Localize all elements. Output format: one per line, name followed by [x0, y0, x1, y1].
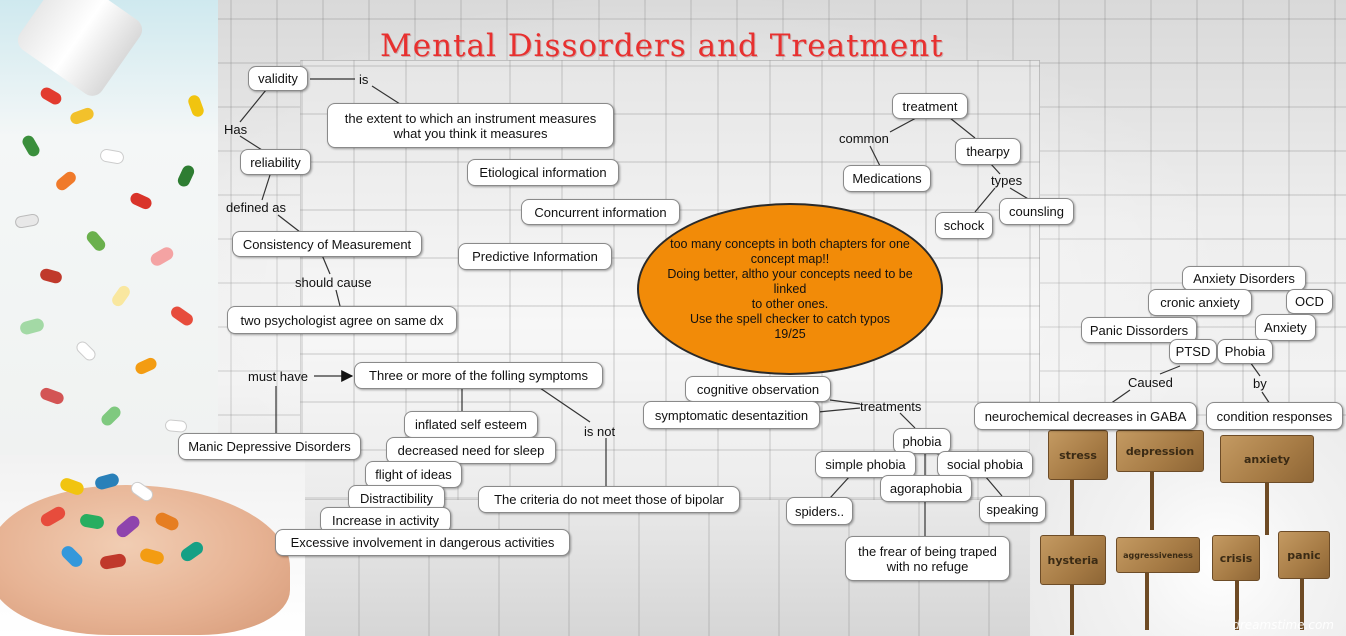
link-caused-gaba	[1109, 389, 1131, 405]
concept-anxiety-disorders[interactable]: Anxiety Disorders	[1182, 266, 1306, 291]
concept-phobia-upper[interactable]: Phobia	[1217, 339, 1273, 364]
concept-cognitive-observation[interactable]: cognitive observation	[685, 376, 831, 402]
sign-depression: depression	[1116, 430, 1204, 472]
concept-panic-disorders[interactable]: Panic Dissorders	[1081, 317, 1197, 343]
concept-predictive[interactable]: Predictive Information	[458, 243, 612, 270]
pills-photo	[0, 0, 218, 455]
link-types-shock	[974, 187, 996, 213]
link-desens-treatments	[817, 407, 861, 413]
concept-flight-of-ideas[interactable]: flight of ideas	[365, 461, 462, 488]
concept-psychologists-agree[interactable]: two psychologist agree on same dx	[227, 306, 457, 334]
linking-phrase-has: Has	[224, 122, 248, 137]
concept-anxiety[interactable]: Anxiety	[1255, 314, 1316, 341]
sign-post	[1070, 475, 1074, 535]
linking-phrase-should-cause: should cause	[295, 275, 372, 290]
feedback-text: too many concepts in both chapters for o…	[667, 236, 913, 341]
sign-aggressiveness: aggressiveness	[1116, 537, 1200, 573]
watermark: dreamstime.com	[1232, 618, 1334, 632]
linking-phrase-types: types	[991, 173, 1023, 188]
linking-phrase-treatments: treatments	[860, 399, 922, 414]
sign-stress: stress	[1048, 430, 1108, 480]
concept-ocd[interactable]: OCD	[1286, 289, 1333, 314]
concept-ptsd[interactable]: PTSD	[1169, 339, 1217, 364]
sign-hysteria: hysteria	[1040, 535, 1106, 585]
sign-anxiety: anxiety	[1220, 435, 1314, 483]
link-has-reliability	[239, 135, 263, 151]
link-three-isnot	[539, 387, 591, 423]
concept-validity[interactable]: validity	[248, 66, 308, 91]
concept-social-phobia[interactable]: social phobia	[937, 451, 1033, 478]
concept-decreased-sleep[interactable]: decreased need for sleep	[386, 437, 556, 464]
link-simple-spiders	[829, 475, 851, 499]
link-common-medications	[869, 145, 881, 167]
instructor-feedback: too many concepts in both chapters for o…	[637, 203, 943, 375]
link-consistency-should	[321, 254, 331, 275]
link-treatment-therapy	[949, 117, 976, 139]
link-defined-consistency	[277, 214, 301, 233]
concept-increase-activity[interactable]: Increase in activity	[320, 507, 451, 533]
linking-phrase-is-not: is not	[584, 424, 616, 439]
linking-phrase-by: by	[1253, 376, 1267, 391]
concept-dangerous-activities[interactable]: Excessive involvement in dangerous activ…	[275, 529, 570, 556]
concept-counseling[interactable]: counsling	[999, 198, 1074, 225]
concept-reliability[interactable]: reliability	[240, 149, 311, 175]
sign-post	[1235, 575, 1239, 630]
concept-three-symptoms[interactable]: Three or more of the folling symptoms	[354, 362, 603, 389]
link-treatments-phobia	[899, 412, 916, 429]
link-is-extent	[371, 85, 401, 105]
emotion-signs-photo: stress depression anxiety hysteria aggre…	[1030, 425, 1346, 636]
concept-shock[interactable]: schock	[935, 212, 993, 239]
concept-therapy[interactable]: thearpy	[955, 138, 1021, 165]
linking-phrase-caused: Caused	[1128, 375, 1173, 390]
link-phobia-by	[1249, 361, 1261, 377]
concept-etiological[interactable]: Etiological information	[467, 159, 619, 186]
concept-extent[interactable]: the extent to which an instrument measur…	[327, 103, 614, 148]
link-should-agree	[335, 289, 341, 307]
page-title: Mental Dissorders and Treatment	[380, 28, 944, 64]
concept-medications[interactable]: Medications	[843, 165, 931, 192]
sign-post	[1265, 475, 1269, 535]
concept-speaking[interactable]: speaking	[979, 496, 1046, 523]
hand-with-pills-photo	[0, 455, 305, 636]
sign-post	[1145, 570, 1149, 630]
link-ptsd-caused	[1159, 365, 1181, 375]
link-validity-has	[239, 89, 267, 123]
sign-post	[1070, 575, 1074, 635]
concept-treatment[interactable]: treatment	[892, 93, 968, 119]
linking-phrase-must-have: must have	[248, 369, 308, 384]
concept-manic-depressive[interactable]: Manic Depressive Disorders	[178, 433, 361, 460]
concept-simple-phobia[interactable]: simple phobia	[815, 451, 916, 478]
concept-phobia[interactable]: phobia	[893, 428, 951, 454]
link-cognitive-treatments	[829, 399, 861, 405]
concept-fear-trapped[interactable]: the frear of being traped with no refuge	[845, 536, 1010, 581]
concept-not-bipolar[interactable]: The criteria do not meet those of bipola…	[478, 486, 740, 513]
link-reliability-defined	[261, 174, 271, 201]
concept-condition-responses[interactable]: condition responses	[1206, 402, 1343, 430]
sign-panic: panic	[1278, 531, 1330, 579]
link-social-speaking	[984, 475, 1003, 497]
concept-chronic-anxiety[interactable]: cronic anxiety	[1148, 289, 1252, 316]
linking-phrase-common: common	[839, 131, 889, 146]
link-treatment-common	[889, 117, 917, 133]
linking-phrase-is: is	[359, 72, 369, 87]
concept-gaba[interactable]: neurochemical decreases in GABA	[974, 402, 1197, 430]
sign-post	[1150, 470, 1154, 530]
concept-consistency[interactable]: Consistency of Measurement	[232, 231, 422, 257]
linking-phrase-defined-as: defined as	[226, 200, 286, 215]
concept-desensitization[interactable]: symptomatic desentazition	[643, 401, 820, 429]
sign-crisis: crisis	[1212, 535, 1260, 581]
concept-spiders[interactable]: spiders..	[786, 497, 853, 525]
concept-agoraphobia[interactable]: agoraphobia	[880, 475, 972, 502]
concept-concurrent[interactable]: Concurrent information	[521, 199, 680, 225]
sign-post	[1300, 575, 1304, 630]
concept-inflated-self-esteem[interactable]: inflated self esteem	[404, 411, 538, 438]
